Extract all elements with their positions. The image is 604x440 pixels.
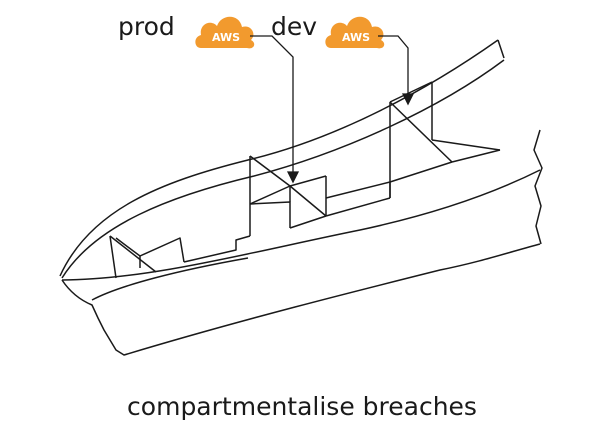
aws-icon-text: AWS xyxy=(212,31,240,44)
prod-label: prod xyxy=(118,12,175,41)
diagram-caption: compartmentalise breaches xyxy=(127,392,477,421)
dev-arrow xyxy=(378,35,409,100)
ship-hull xyxy=(59,39,543,356)
prod-arrow xyxy=(250,35,294,178)
prod-arrowhead xyxy=(286,171,300,184)
aws-cloud-icon: AWS xyxy=(325,16,385,49)
aws-icon-text: AWS xyxy=(342,31,370,44)
dev-label: dev xyxy=(271,12,318,41)
aws-cloud-icon: AWS xyxy=(195,16,255,49)
pointer-arrows xyxy=(250,35,415,184)
